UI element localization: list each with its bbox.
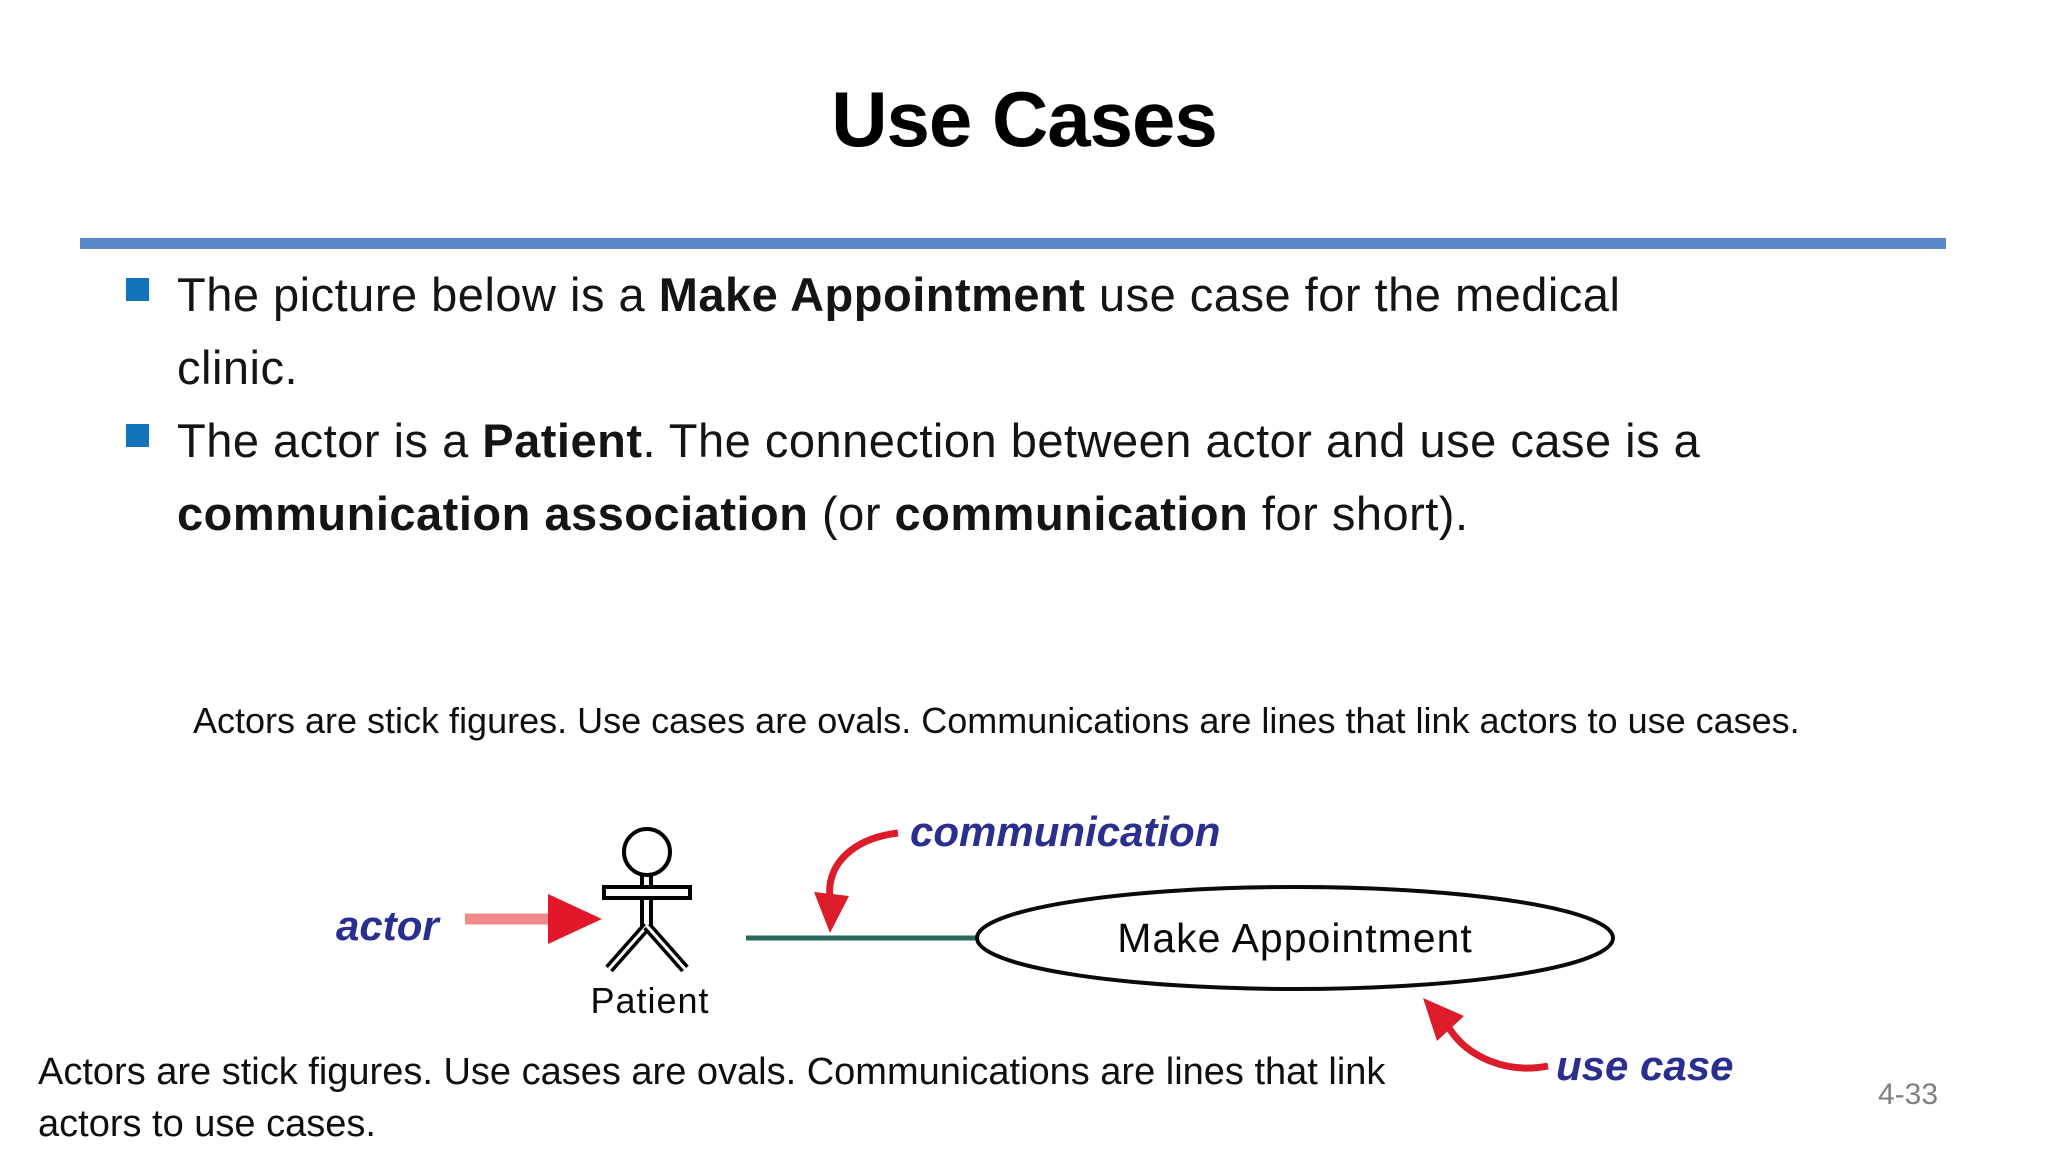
actor-label: actor [336,902,441,949]
communication-label: communication [910,808,1220,855]
use-case-label: use case [1556,1042,1733,1089]
bullet-item: The actor is a Patient. The connection b… [126,404,1966,550]
actor-arrow-icon [465,894,602,944]
bullet-text: The actor is a Patient. The connection b… [177,414,1701,540]
actor-name-label: Patient [590,980,709,1021]
actor-stick-figure-icon [602,827,692,973]
use-case-arrow-icon [1423,998,1549,1072]
bullet-square-icon [126,278,149,301]
bullet-list: The picture below is a Make Appointment … [126,258,1966,550]
caption-bottom: Actors are stick figures. Use cases are … [38,1051,1386,1145]
bullet-square-icon [126,424,149,447]
communication-arrow-icon [814,829,899,933]
bullet-item: The picture below is a Make Appointment … [126,258,1966,404]
slide-title: Use Cases [831,75,1218,163]
caption-top: Actors are stick figures. Use cases are … [193,700,1800,741]
use-case-name-label: Make Appointment [1117,915,1473,961]
page-number: 4-33 [1878,1078,1939,1111]
title-divider-bar [80,238,1946,249]
use-case-oval [975,885,1615,991]
bullet-text: The picture below is a Make Appointment … [177,268,1621,394]
